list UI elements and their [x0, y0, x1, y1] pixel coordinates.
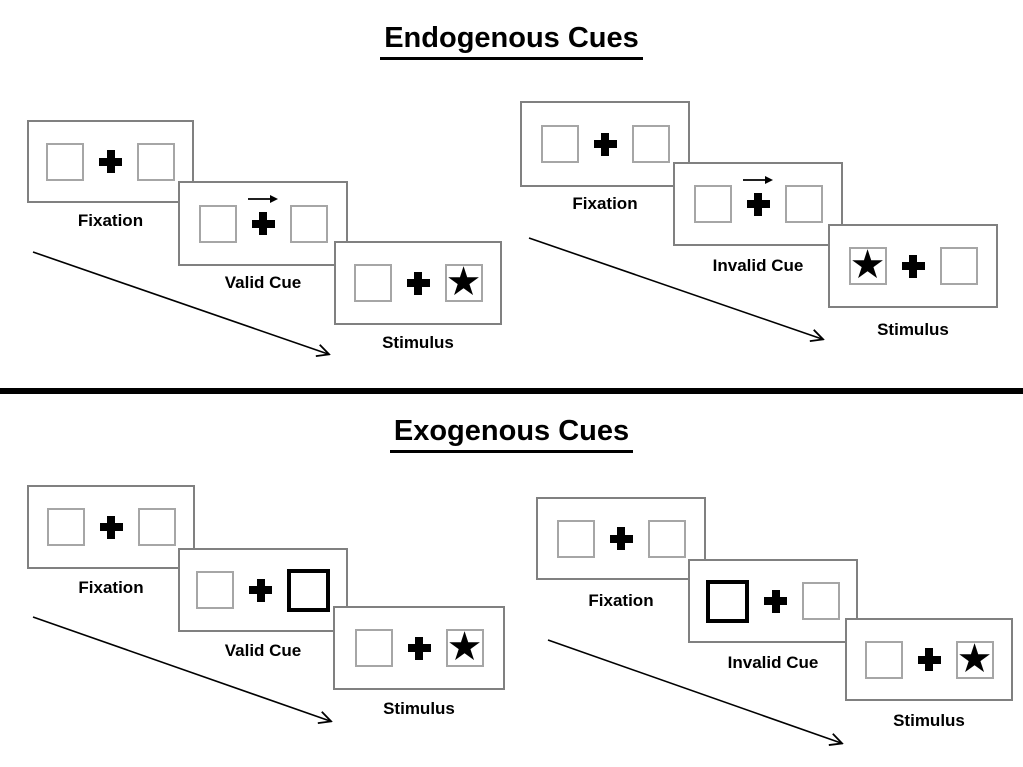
fixation-cross-icon	[248, 195, 278, 235]
right-box	[802, 582, 840, 620]
step-label: Stimulus	[893, 711, 965, 730]
left-box: ★	[848, 242, 887, 288]
panel-fixation	[27, 485, 195, 569]
step-label: Stimulus	[382, 333, 454, 352]
step-label: Stimulus	[877, 320, 949, 339]
fixation-cross-icon	[743, 175, 773, 216]
step-label: Valid Cue	[224, 641, 302, 660]
section-title-text: Exogenous Cues	[389, 415, 634, 453]
section-title-endogenous: Endogenous Cues	[0, 22, 1023, 60]
fixation-cross-icon	[249, 578, 272, 602]
right-box	[784, 185, 823, 223]
left-box	[353, 264, 392, 302]
panel-stimulus: ★	[828, 224, 998, 308]
panel-stimulus: ★	[333, 606, 505, 690]
right-box	[289, 204, 328, 243]
panel-stimulus: ★	[845, 618, 1013, 701]
panel-fixation	[520, 101, 690, 187]
left-box	[46, 142, 84, 181]
panel-fixation	[536, 497, 706, 580]
left-box	[196, 571, 234, 609]
fixation-cross-icon	[917, 648, 941, 671]
step-label: Invalid Cue	[712, 256, 804, 275]
right-box-highlighted	[287, 568, 330, 612]
left-box	[540, 125, 579, 163]
right-box	[631, 125, 670, 163]
star-icon: ★	[849, 242, 886, 288]
panel-invalid-cue	[673, 162, 843, 246]
timeline-arrow-icon	[547, 639, 855, 755]
right-box	[137, 508, 176, 546]
panel-fixation	[27, 120, 194, 203]
left-box	[693, 185, 732, 223]
right-box: ★	[444, 259, 483, 305]
step-label: Stimulus	[383, 699, 455, 718]
section-divider	[0, 388, 1023, 394]
right-box	[647, 519, 686, 558]
right-box: ★	[445, 624, 484, 670]
panel-valid-cue	[178, 548, 348, 632]
left-box	[354, 629, 393, 667]
cue-arrow-icon	[743, 175, 773, 184]
section-title-exogenous: Exogenous Cues	[0, 415, 1023, 453]
fixation-cross-icon	[609, 527, 633, 550]
step-label: Fixation	[77, 211, 144, 230]
left-box-highlighted	[706, 579, 749, 623]
star-icon: ★	[445, 259, 482, 305]
step-label: Fixation	[78, 578, 144, 597]
fixation-cross-icon	[901, 254, 925, 278]
left-box	[198, 204, 237, 243]
fixation-cross-icon	[764, 589, 787, 613]
step-label: Invalid Cue	[727, 653, 819, 672]
timeline-arrow-icon	[32, 616, 344, 733]
fixation-cross-icon	[99, 150, 122, 173]
fixation-cross-icon	[593, 132, 617, 156]
right-box	[137, 142, 175, 181]
timeline-arrow-icon	[32, 251, 342, 366]
panel-invalid-cue	[688, 559, 858, 643]
timeline-arrow-icon	[528, 237, 836, 349]
star-icon: ★	[956, 635, 993, 682]
panel-stimulus: ★	[334, 241, 502, 325]
panel-valid-cue	[178, 181, 348, 266]
left-box	[864, 640, 903, 679]
left-box	[46, 508, 85, 546]
cue-arrow-icon	[248, 195, 278, 203]
star-icon: ★	[446, 624, 483, 670]
fixation-cross-icon	[407, 636, 431, 660]
step-label: Fixation	[588, 591, 654, 610]
fixation-cross-icon	[99, 515, 123, 539]
step-label: Fixation	[572, 194, 638, 213]
step-label: Valid Cue	[224, 273, 302, 292]
left-box	[556, 519, 595, 558]
fixation-cross-icon	[406, 271, 430, 295]
right-box: ★	[955, 635, 994, 682]
right-box	[939, 247, 978, 285]
section-title-text: Endogenous Cues	[380, 22, 643, 60]
